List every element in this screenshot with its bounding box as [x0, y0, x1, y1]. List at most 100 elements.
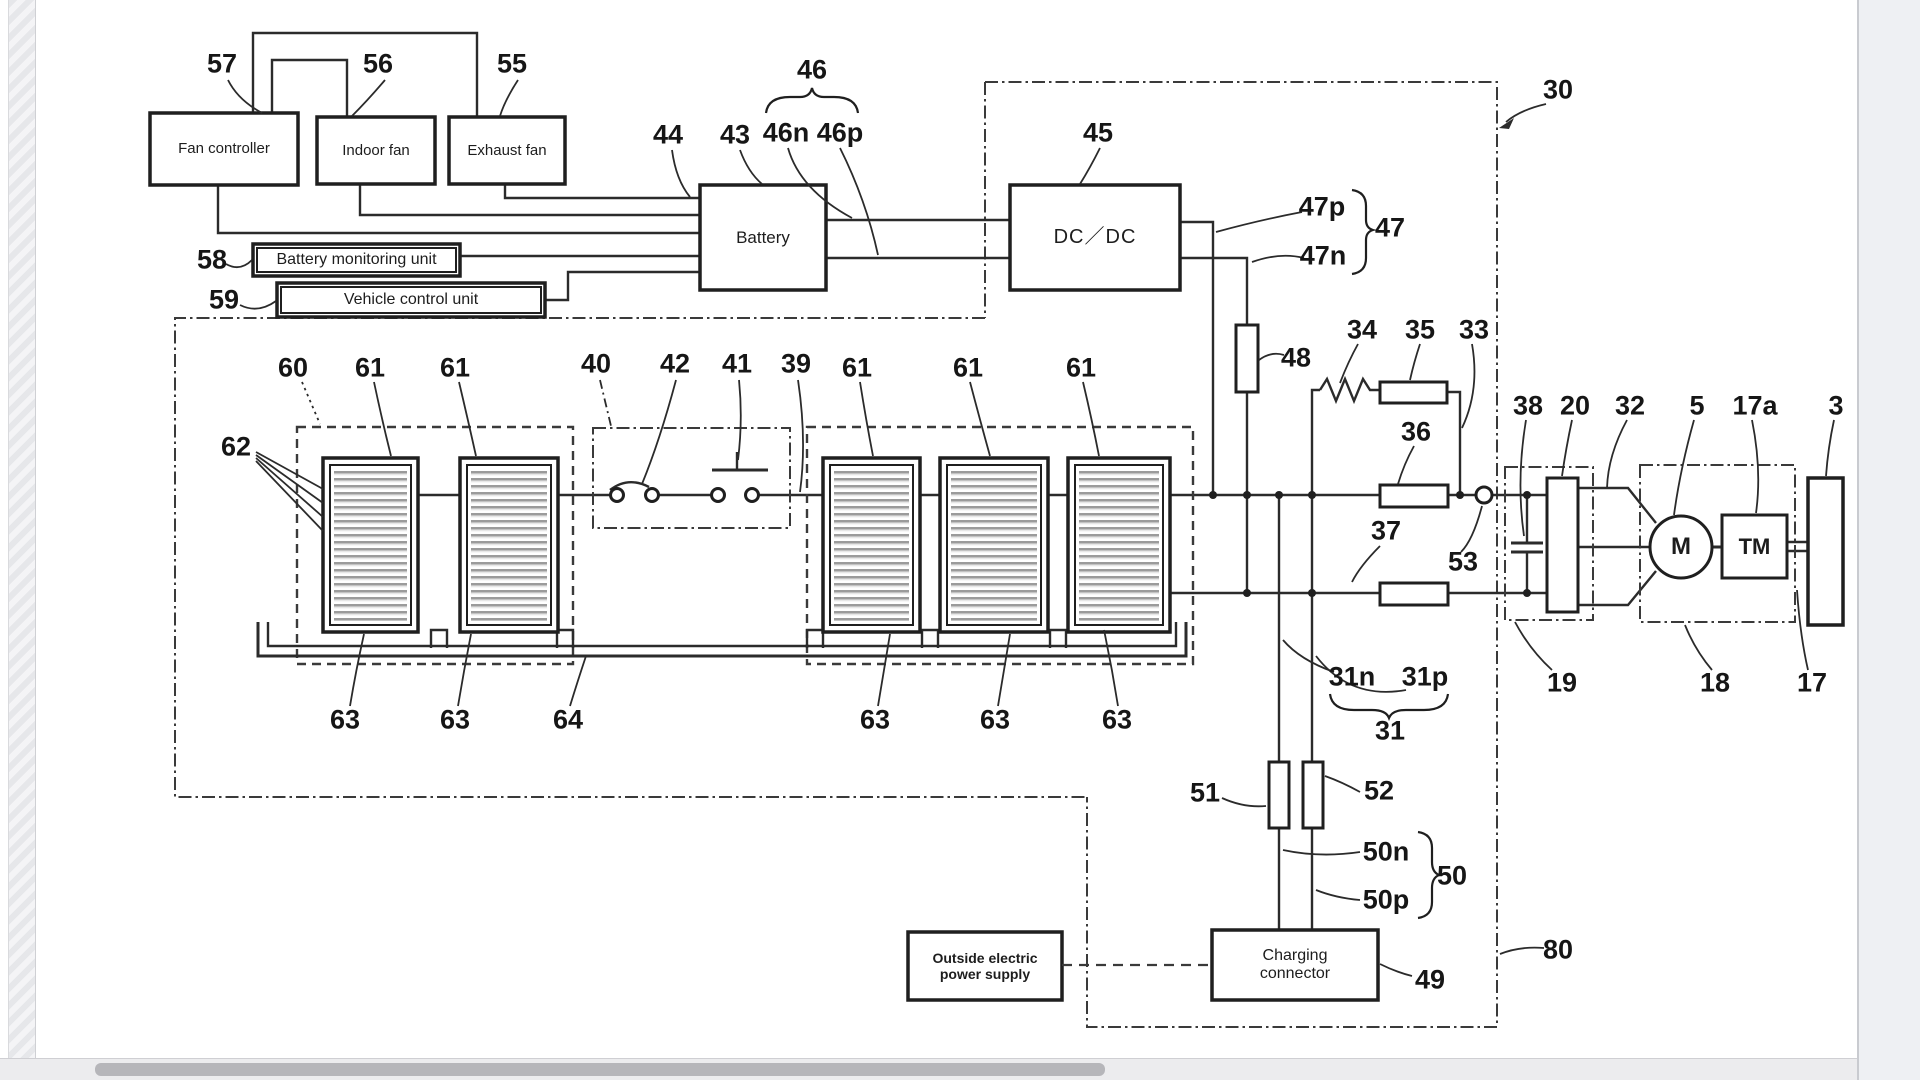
dcdc-box — [1008, 183, 1182, 292]
fan-controller-box — [148, 111, 300, 187]
horizontal-scrollbar-thumb[interactable] — [95, 1063, 1105, 1076]
motor-label: M — [1671, 533, 1691, 561]
relay-switch-41 — [710, 452, 768, 503]
inverter-motor-wires — [1578, 486, 1808, 607]
charging-tap-wires — [1277, 495, 1314, 930]
ref-label-63: 63 — [439, 704, 471, 735]
ref-label-55: 55 — [496, 48, 528, 79]
battery-dcdc-wires — [826, 218, 1010, 260]
ref-label-56: 56 — [362, 48, 394, 79]
brace-47 — [1351, 188, 1377, 276]
right-page-margin-panel: i.pdf — [1857, 0, 1920, 1080]
label-30-arrow — [1499, 103, 1547, 129]
ref-label-40: 40 — [580, 348, 612, 379]
ref-label-57: 57 — [206, 48, 238, 79]
outside-power-box — [906, 930, 1064, 1002]
ref-label-47: 47 — [1374, 212, 1406, 243]
transmission-box — [1720, 513, 1789, 580]
bypass-branch — [1310, 375, 1462, 495]
braces — [764, 87, 1450, 920]
ref-label-19: 19 — [1546, 667, 1578, 698]
ref-label-45: 45 — [1082, 117, 1114, 148]
indoor-fan-box — [315, 115, 437, 186]
ref-label-61: 61 — [439, 352, 471, 383]
ref-label-33: 33 — [1458, 314, 1490, 345]
resistor-37 — [1378, 581, 1450, 607]
ref-label-46n: 46n — [762, 117, 810, 148]
exhaust-fan-box — [447, 115, 567, 186]
inverter-20 — [1545, 476, 1580, 614]
cell-stack — [821, 456, 922, 634]
ref-label-31p: 31p — [1401, 661, 1449, 692]
ref-label-53: 53 — [1447, 546, 1479, 577]
ref-label-61: 61 — [1065, 352, 1097, 383]
ref-label-48: 48 — [1280, 342, 1312, 373]
resistor-48 — [1234, 323, 1260, 394]
vehicle-control-box — [275, 281, 547, 319]
ref-label-44: 44 — [652, 119, 684, 150]
stack-group-right-dashed-box — [805, 425, 1195, 666]
resistor-36 — [1378, 483, 1450, 509]
cell-stack — [938, 456, 1050, 634]
cell-stack — [458, 456, 560, 634]
ref-label-47n: 47n — [1299, 240, 1347, 271]
leader-lines — [225, 79, 1835, 977]
ref-label-17a: 17a — [1732, 390, 1778, 421]
ref-label-41: 41 — [721, 348, 753, 379]
ref-label-30: 30 — [1542, 74, 1574, 105]
ref-label-63: 63 — [329, 704, 361, 735]
stack-group-left-dashed-box — [295, 425, 575, 666]
ref-label-63: 63 — [979, 704, 1011, 735]
ref-label-3: 3 — [1828, 390, 1844, 421]
ref-label-46p: 46p — [816, 117, 864, 148]
drive-unit-box-18 — [1639, 464, 1796, 623]
dcdc-output-wires — [1180, 220, 1249, 593]
brace-31 — [1328, 693, 1450, 722]
ref-label-32: 32 — [1614, 390, 1646, 421]
ref-label-46: 46 — [796, 54, 828, 85]
ref-label-49: 49 — [1414, 964, 1446, 995]
wheel-3 — [1806, 476, 1845, 627]
ref-label-62: 62 — [220, 431, 252, 462]
relay-switch-42 — [609, 481, 660, 503]
ref-label-31: 31 — [1374, 715, 1406, 746]
brace-50 — [1417, 830, 1442, 920]
ref-label-59: 59 — [208, 284, 240, 315]
connector-53 — [1474, 485, 1494, 505]
exhaust-fan-label: Exhaust fan — [467, 141, 547, 159]
battery-label: Battery — [736, 227, 790, 247]
horizontal-scrollbar-track[interactable] — [0, 1058, 1857, 1080]
ref-label-61: 61 — [354, 352, 386, 383]
ref-label-50p: 50p — [1362, 884, 1410, 915]
fan-controller-label: Fan controller — [178, 140, 270, 158]
ref-label-47p: 47p — [1298, 191, 1346, 222]
ref-label-34: 34 — [1346, 314, 1378, 345]
ref-label-61: 61 — [841, 352, 873, 383]
ref-label-58: 58 — [196, 244, 228, 275]
ref-label-20: 20 — [1559, 390, 1591, 421]
brace-46 — [764, 87, 860, 114]
ref-label-5: 5 — [1689, 390, 1705, 421]
ref-label-18: 18 — [1699, 667, 1731, 698]
ref-label-80: 80 — [1542, 934, 1574, 965]
ref-label-38: 38 — [1512, 390, 1544, 421]
ref-label-39: 39 — [780, 348, 812, 379]
motor-circle — [1648, 514, 1714, 580]
ref-label-17: 17 — [1796, 667, 1828, 698]
switch-unit-box-40 — [592, 427, 791, 529]
cell-stack — [321, 456, 420, 634]
ref-label-36: 36 — [1400, 416, 1432, 447]
junction-dots — [1209, 491, 1531, 597]
fuse-51 — [1267, 760, 1291, 830]
fuel-cell-case-boundary — [174, 317, 1087, 798]
ref-label-64: 64 — [552, 704, 584, 735]
ref-label-63: 63 — [1101, 704, 1133, 735]
cell-stacks — [321, 456, 1172, 634]
vehicle-control-label: Vehicle control unit — [343, 290, 479, 308]
ref-label-43: 43 — [719, 119, 751, 150]
indoor-fan-label: Indoor fan — [342, 141, 410, 159]
ref-label-61: 61 — [952, 352, 984, 383]
resistor-34-zigzag — [1318, 375, 1380, 405]
ref-label-35: 35 — [1404, 314, 1436, 345]
